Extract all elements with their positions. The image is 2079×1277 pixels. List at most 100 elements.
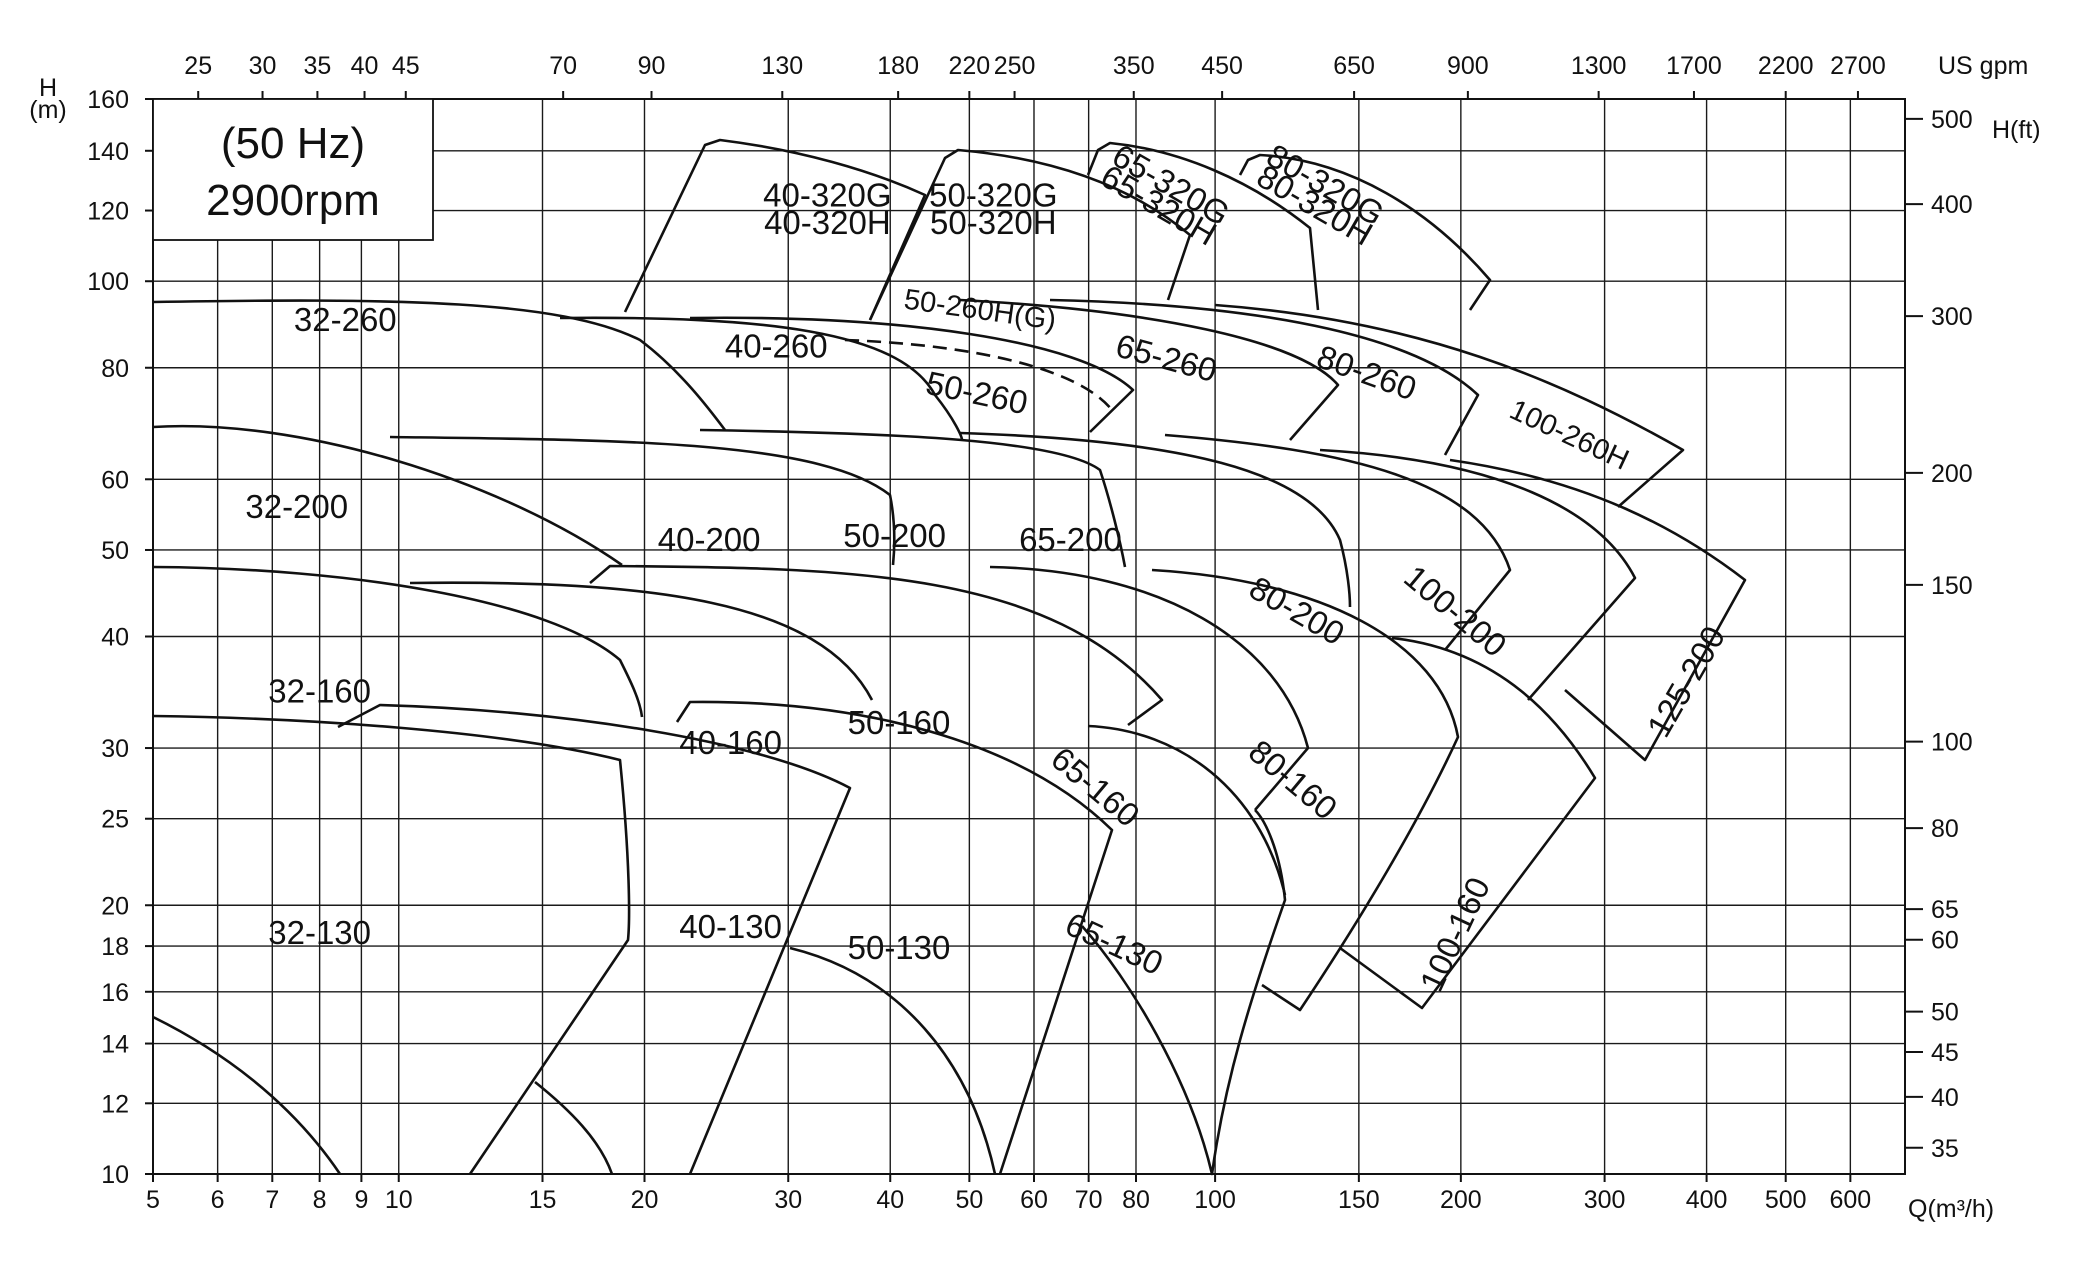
zone-boundary-100-200 bbox=[1319, 448, 1637, 701]
x-tick-label: 600 bbox=[1829, 1186, 1871, 1214]
zone-boundary-50-160 bbox=[589, 564, 1164, 727]
y-tick-label: 40 bbox=[101, 624, 129, 652]
zone-label-32-260: 32-260 bbox=[294, 301, 397, 338]
top-tick-label: 2700 bbox=[1830, 52, 1886, 80]
right-tick-label: 40 bbox=[1931, 1084, 1959, 1112]
zone-boundary-50-260H-dashed bbox=[844, 338, 1114, 411]
y-tick-label: 10 bbox=[101, 1161, 129, 1189]
y-tick-label: 50 bbox=[101, 537, 129, 565]
top-tick-label: 250 bbox=[994, 52, 1036, 80]
zone-boundary-32-130-bottom bbox=[152, 1015, 342, 1175]
x-tick-label: 30 bbox=[774, 1186, 802, 1214]
y-axis-label-h: H bbox=[39, 74, 57, 102]
top-tick-label: 70 bbox=[549, 52, 577, 80]
zone-boundary-32-260 bbox=[152, 299, 727, 431]
y-tick-label: 120 bbox=[87, 198, 129, 226]
zone-label-40-160: 40-160 bbox=[679, 724, 782, 761]
right-tick-label: 500 bbox=[1931, 106, 1973, 134]
top-tick-label: 1300 bbox=[1571, 52, 1627, 80]
right-tick-label: 400 bbox=[1931, 191, 1973, 219]
zone-label-40-320h: 40-320H bbox=[764, 204, 891, 241]
x-tick-label: 20 bbox=[631, 1186, 659, 1214]
top-tick-label: 2200 bbox=[1758, 52, 1814, 80]
zone-boundary-32-160 bbox=[152, 565, 644, 718]
y-tick-label: 140 bbox=[87, 138, 129, 166]
zone-boundary-65-320 bbox=[1086, 141, 1320, 311]
top-tick-label: 900 bbox=[1447, 52, 1489, 80]
zone-boundary-50-260 bbox=[689, 316, 1135, 433]
top-tick-label: 45 bbox=[392, 52, 420, 80]
x-tick-label: 15 bbox=[529, 1186, 557, 1214]
x-tick-label: 10 bbox=[385, 1186, 413, 1214]
top-tick-label: 650 bbox=[1333, 52, 1375, 80]
zone-boundary-50-200 bbox=[699, 428, 1127, 568]
zone-boundary-80-320 bbox=[1238, 153, 1492, 311]
y-tick-label: 80 bbox=[101, 355, 129, 383]
top-tick-label: 180 bbox=[877, 52, 919, 80]
y-tick-label: 16 bbox=[101, 979, 129, 1007]
y-tick-label: 18 bbox=[101, 933, 129, 961]
x-tick-label: 80 bbox=[1122, 1186, 1150, 1214]
x-tick-label: 70 bbox=[1075, 1186, 1103, 1214]
zone-label-40-200: 40-200 bbox=[658, 521, 761, 558]
zone-boundaries bbox=[152, 138, 1747, 1176]
top-tick-label: 90 bbox=[638, 52, 666, 80]
right-tick-label: 60 bbox=[1931, 927, 1959, 955]
y-tick-label: 160 bbox=[87, 86, 129, 114]
top-tick-label: 40 bbox=[351, 52, 379, 80]
x-tick-label: 7 bbox=[265, 1186, 279, 1214]
zone-label-50-320g: 50-320G bbox=[929, 177, 1057, 214]
zone-label-32-160: 32-160 bbox=[268, 673, 371, 710]
top-axis-label: US gpm bbox=[1938, 52, 2028, 80]
y-axis-label-unit: (m) bbox=[29, 96, 66, 124]
y-tick-label: 30 bbox=[101, 735, 129, 763]
zone-boundary-40-260 bbox=[559, 316, 964, 441]
x-tick-label: 40 bbox=[876, 1186, 904, 1214]
x-tick-label: 5 bbox=[146, 1186, 160, 1214]
title-frequency: (50 Hz) bbox=[221, 119, 365, 168]
zone-boundary-65-130 bbox=[1081, 809, 1287, 1176]
x-tick-label: 60 bbox=[1020, 1186, 1048, 1214]
top-tick-label: 25 bbox=[184, 52, 212, 80]
title-speed: 2900rpm bbox=[206, 176, 380, 225]
x-tick-label: 6 bbox=[211, 1186, 225, 1214]
x-tick-label: 9 bbox=[354, 1186, 368, 1214]
y-tick-label: 25 bbox=[101, 806, 129, 834]
x-tick-label: 300 bbox=[1584, 1186, 1626, 1214]
x-axis-label: Q(m³/h) bbox=[1908, 1195, 1994, 1223]
right-tick-label: 200 bbox=[1931, 460, 1973, 488]
top-tick-label: 450 bbox=[1201, 52, 1243, 80]
x-tick-label: 150 bbox=[1338, 1186, 1380, 1214]
zone-boundary-32-130 bbox=[152, 714, 631, 1175]
top-tick-label: 220 bbox=[948, 52, 990, 80]
zone-boundary-100-260H bbox=[1214, 303, 1685, 508]
zone-boundary-65-260 bbox=[959, 298, 1340, 441]
zone-boundary-32-200 bbox=[152, 424, 623, 567]
zone-boundary-50-320 bbox=[868, 148, 1192, 321]
right-tick-label: 100 bbox=[1931, 729, 1973, 757]
top-tick-label: 35 bbox=[304, 52, 332, 80]
zone-label-50-320h: 50-320H bbox=[930, 204, 1057, 241]
zone-label-50-130: 50-130 bbox=[848, 929, 951, 966]
y-tick-label: 12 bbox=[101, 1090, 129, 1118]
zone-boundary-80-260 bbox=[1049, 298, 1480, 456]
zone-boundary-40-160 bbox=[409, 581, 874, 701]
zone-label-50-200: 50-200 bbox=[843, 517, 946, 554]
zone-label-40-320g: 40-320G bbox=[763, 177, 891, 214]
zone-label-32-130: 32-130 bbox=[268, 914, 371, 951]
speed-legend-box bbox=[152, 98, 434, 241]
zone-boundary-40-130 bbox=[337, 703, 852, 1175]
zone-boundary-80-160 bbox=[1151, 568, 1460, 1012]
zone-boundary-65-130-left bbox=[1087, 724, 1287, 896]
x-tick-label: 8 bbox=[313, 1186, 327, 1214]
zone-boundary-40-320 bbox=[623, 138, 927, 321]
zone-boundary-125-200 bbox=[1449, 458, 1747, 762]
x-tick-label: 200 bbox=[1440, 1186, 1482, 1214]
y-tick-label: 20 bbox=[101, 892, 129, 920]
top-tick-label: 130 bbox=[761, 52, 803, 80]
zone-boundary-40-130-bottom bbox=[534, 1080, 614, 1175]
right-tick-label: 300 bbox=[1931, 303, 1973, 331]
zone-label-50-160: 50-160 bbox=[848, 704, 951, 741]
